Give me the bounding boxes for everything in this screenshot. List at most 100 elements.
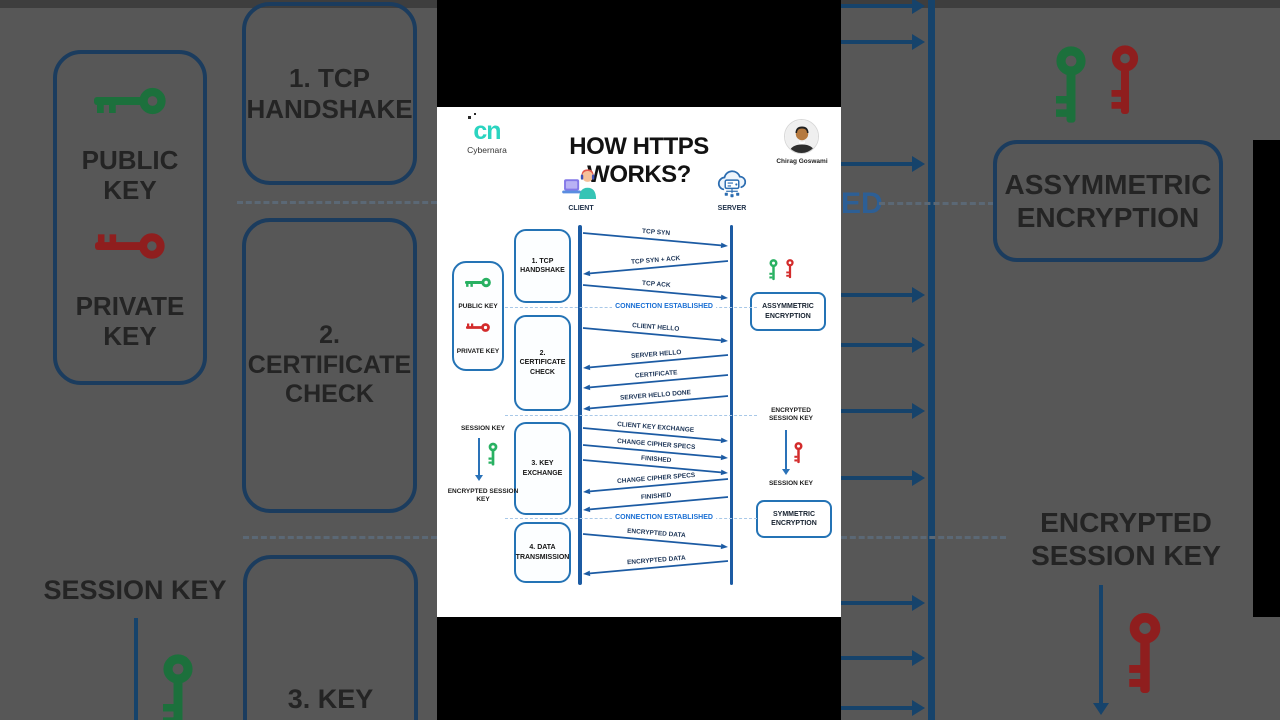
bg-message-arrow [841,650,925,666]
logo-text: Cybernara [467,145,507,155]
session-key-label: SESSION KEY [460,425,506,432]
decryption-arrow [782,430,790,475]
bg-message-arrow [841,337,925,353]
message-label: SERVER HELLO [628,348,684,361]
step2-box: 2. CERTIFICATE CHECK [514,315,571,411]
bg-message-arrow [841,156,925,172]
step4-label: 4. DATA TRANSMISSION [515,544,570,561]
encryption-arrow [475,438,483,481]
bg-private-key-icon [95,227,165,270]
message-label: TCP ACK [639,279,673,290]
encrypted-session-key-label-right: ENCRYPTED SESSION KEY [768,407,814,423]
bg-down-arrow [1093,585,1109,715]
bg-private-key-label: PRIVATE KEY [75,290,185,351]
bg-green-key-icon [1051,42,1091,135]
bg-dashed-separator [237,201,437,204]
step4-box: 4. DATA TRANSMISSION [514,522,571,583]
bg-asymmetric-label: ASSYMMETRIC ENCRYPTION [1004,168,1212,233]
sequence-message: CERTIFICATE [581,369,731,395]
green-key-icon [768,258,779,287]
public-key-label: PUBLIC KEY [458,303,498,311]
client-label: CLIENT [568,205,594,212]
sequence-message: TCP SYN + ACK [581,254,731,281]
bg-encrypted-session-label: ENCRYPTED SESSION KEY [1031,507,1221,572]
bg-session-key-icon [1124,612,1166,702]
bg-dashed-separator [243,536,437,539]
bg-message-arrow [841,0,925,14]
bg-step1-box: 1. TCP HANDSHAKE [242,2,417,185]
bg-message-arrow [841,470,925,486]
letterbox-strip [1253,140,1280,617]
author-avatar [784,119,819,154]
bg-message-arrow [841,34,925,50]
encrypted-session-key-label: ENCRYPTED SESSION KEY [447,488,519,504]
sequence-message: CLIENT HELLO [581,321,731,348]
red-key-icon [785,258,795,287]
step3-label: 3. KEY EXCHANGE [522,460,563,477]
bg-step3-label: 3. KEY EXCHANGE [254,684,407,720]
sequence-message: CHANGE CIPHER SPECS [581,437,731,465]
bg-step2-label: 2. CERTIFICATE CHECK [247,321,412,409]
message-label: CHANGE CIPHER SPECS [614,471,698,486]
client-icon [562,169,597,199]
bg-server-lifeline [928,0,935,720]
message-label: SERVER HELLO DONE [618,389,694,402]
bg-key-pair [1051,42,1143,135]
step1-label: 1. TCP HANDSHAKE [520,257,565,274]
asymmetric-encryption-label: ASSYMMETRIC ENCRYPTION [762,303,814,320]
bg-step1-label: 1. TCP HANDSHAKE [246,62,413,124]
page-title: HOW HTTPS WORKS? [569,133,709,188]
message-label: CLIENT HELLO [630,321,682,334]
session-key-icon-right [793,441,804,470]
message-label: CHANGE CIPHER SPECS [614,437,698,452]
infographic-card: cn Cybernara HOW HTTPS WORKS? Chirag Gos… [437,107,841,617]
step2-label: 2. CERTIFICATE CHECK [519,350,566,376]
step1-box: 1. TCP HANDSHAKE [514,229,571,303]
bg-dashed-separator [879,202,994,205]
message-label: FINISHED [638,454,674,465]
logo-icon: cn [468,113,502,144]
message-label: CERTIFICATE [632,369,680,380]
asymmetric-key-pair [768,258,795,287]
sequence-message: CHANGE CIPHER SPECS [581,471,731,499]
bg-step3-box: 3. KEY EXCHANGE [243,555,418,720]
cybernara-logo: cn Cybernara [455,113,519,155]
message-label: CLIENT KEY EXCHANGE [615,420,697,435]
private-key-label: PRIVATE KEY [456,348,500,356]
avatar-photo-icon [785,120,818,153]
server-actor: SERVER [697,170,767,212]
bg-session-key-label: SESSION KEY [43,575,227,605]
background-panel-right: ED ASSYMMETRIC ENCRYPTION ENCRYPTED SESS… [841,0,1280,720]
bg-message-arrow [841,287,925,303]
bg-message-arrow [841,595,925,611]
step3-box: 3. KEY EXCHANGE [514,422,571,515]
message-label: TCP SYN + ACK [629,254,683,267]
background-panel-left: PUBLIC KEY PRIVATE KEY 1. TCP HANDSHAKE … [0,0,437,720]
top-shade [0,0,437,8]
server-icon [717,170,747,198]
client-actor: CLIENT [545,167,617,212]
message-label: TCP SYN [639,227,673,238]
bg-established-fragment: ED [841,187,883,220]
sequence-message: TCP SYN [581,227,731,253]
symmetric-encryption-label: SYMMETRIC ENCRYPTION [771,510,817,527]
bg-down-arrow [134,618,138,720]
connection-established-label: CONNECTION ESTABLISHED [584,303,744,310]
key-pair-box: PUBLIC KEY PRIVATE KEY [452,261,504,371]
asymmetric-encryption-box: ASSYMMETRIC ENCRYPTION [750,292,826,331]
private-key-icon [466,321,490,339]
bg-red-key-icon [1107,42,1143,125]
client-lifeline [578,225,582,585]
bg-public-key-label: PUBLIC KEY [81,144,179,205]
sequence-message: ENCRYPTED DATA [581,554,731,581]
server-label: SERVER [717,205,747,212]
sequence-message: SERVER HELLO DONE [581,389,731,416]
public-key-icon [465,276,491,294]
message-label: ENCRYPTED DATA [624,554,688,567]
server-lifeline [729,225,733,585]
sequence-message: FINISHED [581,454,731,480]
message-label: ENCRYPTED DATA [624,527,688,540]
bg-step2-box: 2. CERTIFICATE CHECK [242,218,417,513]
sequence-message: SERVER HELLO [581,348,731,375]
